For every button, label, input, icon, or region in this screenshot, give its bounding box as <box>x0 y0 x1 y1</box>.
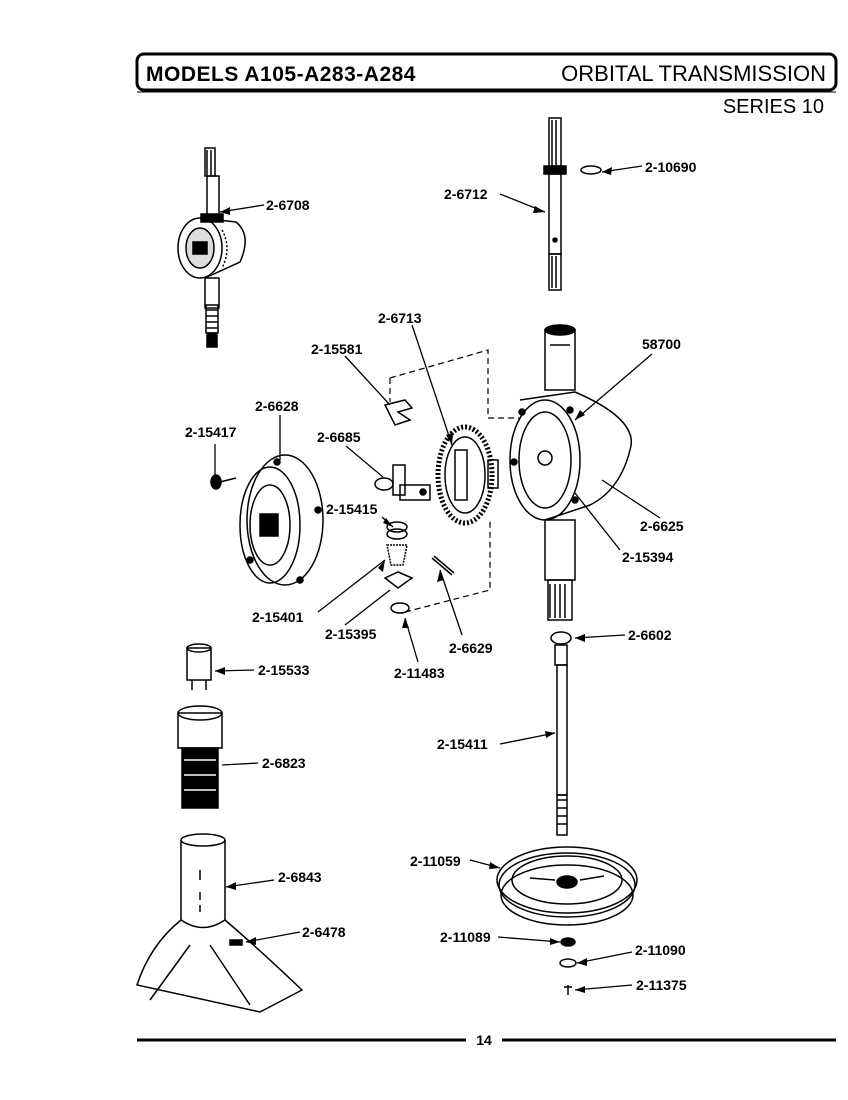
sleeve-15533-drawing <box>186 643 212 690</box>
part-label-15581: 2-15581 <box>311 341 363 357</box>
gear-6713-drawing <box>435 424 499 526</box>
screw-15417-drawing <box>210 474 237 490</box>
series-label: SERIES 10 <box>723 96 824 118</box>
clip-15581-drawing <box>383 399 414 426</box>
part-label-15411: 2-15411 <box>437 736 488 752</box>
part-label-15417: 2-15417 <box>185 424 237 440</box>
part-label-6602: 2-6602 <box>628 627 672 643</box>
diagram-title: ORBITAL TRANSMISSION <box>561 61 826 86</box>
dashed-guide-lines <box>389 349 520 613</box>
crank-6685-drawing <box>374 464 431 501</box>
part-label-15401: 2-15401 <box>252 609 304 625</box>
part-label-11059: 2-11059 <box>410 853 461 869</box>
pin-6629-drawing <box>431 555 455 576</box>
part-label-6823: 2-6823 <box>262 755 306 771</box>
hardware-11090-drawing <box>559 958 577 968</box>
agitator-6843-drawing <box>136 833 304 1013</box>
shaft-6712-drawing <box>543 117 602 291</box>
part-label-15394: 2-15394 <box>622 549 674 565</box>
pinion-15401-drawing <box>383 521 414 614</box>
part-label-6843: 2-6843 <box>278 869 322 885</box>
part-label-11090: 2-11090 <box>635 942 686 958</box>
part-label-15395: 2-15395 <box>325 626 377 642</box>
filter-6823-drawing <box>177 705 223 809</box>
part-label-11375: 2-11375 <box>636 977 687 993</box>
part-label-6708: 2-6708 <box>266 197 310 213</box>
hardware-11375-drawing <box>564 985 572 995</box>
leader-arrowheads <box>215 167 612 993</box>
housing-58700-drawing <box>509 324 632 621</box>
clip-6478-drawing <box>229 939 243 946</box>
part-label-58700: 58700 <box>642 336 681 352</box>
hardware-11089-drawing <box>560 937 576 947</box>
part-label-15533: 2-15533 <box>258 662 310 678</box>
part-label-6628: 2-6628 <box>255 398 299 414</box>
part-label-6712: 2-6712 <box>444 186 488 202</box>
part-label-11483: 2-11483 <box>394 665 445 681</box>
shaft-15411-drawing <box>550 631 572 836</box>
pulley-11059-drawing <box>496 846 638 926</box>
part-label-6685: 2-6685 <box>317 429 361 445</box>
part-label-6625: 2-6625 <box>640 518 684 534</box>
assembled-transmission-drawing <box>177 147 246 348</box>
part-label-10690: 2-10690 <box>645 159 697 175</box>
header-frame <box>135 52 838 93</box>
cover-plate-6628-drawing <box>239 454 324 586</box>
page-number: 14 <box>476 1032 492 1048</box>
part-label-11089: 2-11089 <box>440 929 491 945</box>
part-label-6713: 2-6713 <box>378 310 422 326</box>
models-title: MODELS A105-A283-A284 <box>146 63 416 86</box>
part-label-6629: 2-6629 <box>449 640 493 656</box>
part-label-6478: 2-6478 <box>302 924 346 940</box>
part-label-15415: 2-15415 <box>326 501 378 517</box>
